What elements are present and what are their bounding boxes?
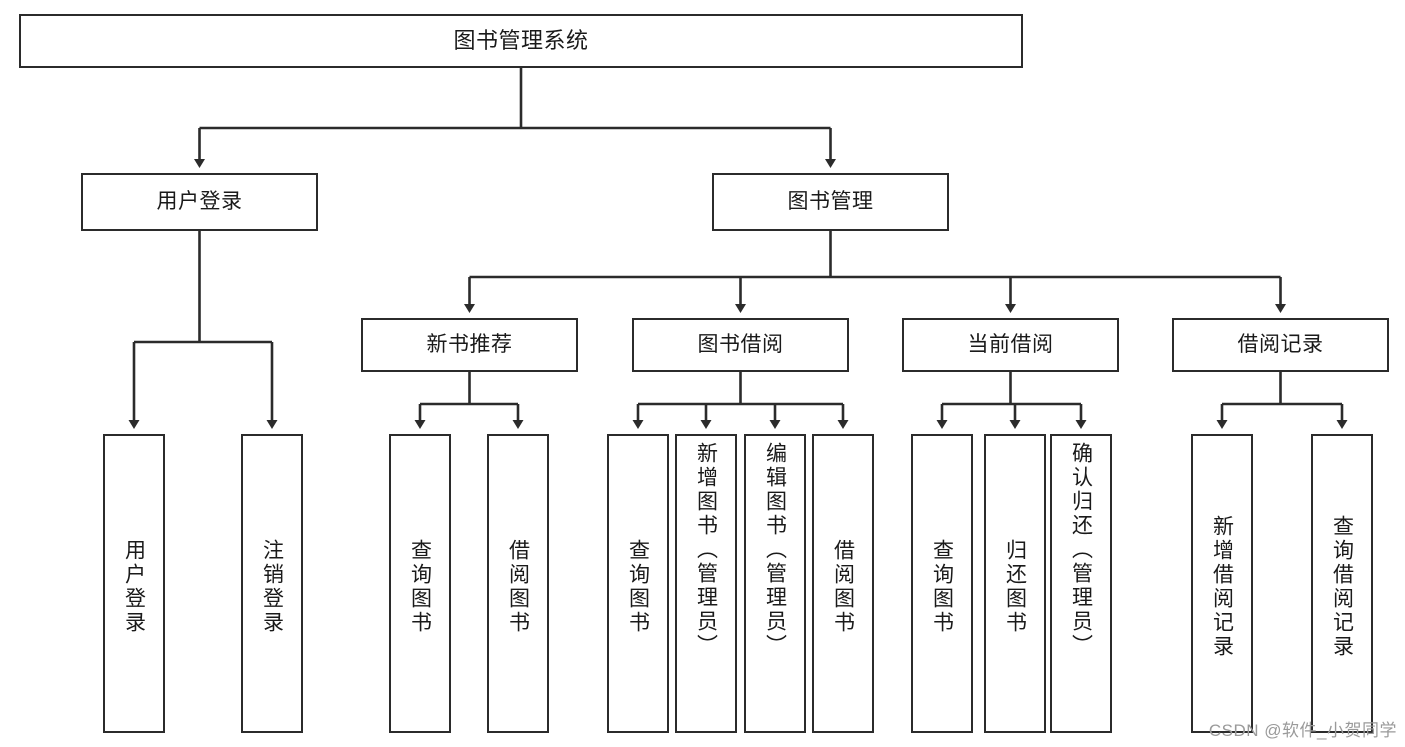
node-leaf-edit-book-label: 编辑图书（管理员） <box>763 442 787 658</box>
node-user-login-label: 用户登录 <box>156 189 243 213</box>
node-book-manage-label: 图书管理 <box>787 189 874 213</box>
node-leaf-query-book-rec-label: 查询图书 <box>408 538 432 635</box>
node-leaf-borrow-book-label: 借阅图书 <box>831 538 855 635</box>
csdn-watermark: CSDN @软件_小贺同学 <box>1208 721 1397 740</box>
node-leaf-user-login-label: 用户登录 <box>122 538 146 635</box>
node-current-borrow[interactable]: 当前借阅 <box>902 318 1119 372</box>
node-leaf-edit-book[interactable]: 编辑图书（管理员） <box>744 434 806 733</box>
node-book-borrow-label: 图书借阅 <box>697 332 784 356</box>
node-leaf-borrow-book-rec-label: 借阅图书 <box>506 538 530 635</box>
node-leaf-add-book[interactable]: 新增图书（管理员） <box>675 434 737 733</box>
node-leaf-query-book-cur-label: 查询图书 <box>930 538 954 635</box>
node-book-borrow[interactable]: 图书借阅 <box>632 318 849 372</box>
node-book-manage[interactable]: 图书管理 <box>712 173 949 231</box>
node-leaf-confirm-return[interactable]: 确认归还（管理员） <box>1050 434 1112 733</box>
node-root-label: 图书管理系统 <box>453 28 589 54</box>
node-leaf-return-book[interactable]: 归还图书 <box>984 434 1046 733</box>
node-leaf-query-record[interactable]: 查询借阅记录 <box>1311 434 1373 733</box>
node-leaf-return-book-label: 归还图书 <box>1003 538 1027 635</box>
node-user-login[interactable]: 用户登录 <box>81 173 318 231</box>
node-leaf-query-book-rec[interactable]: 查询图书 <box>389 434 451 733</box>
node-leaf-add-record-label: 新增借阅记录 <box>1210 514 1234 659</box>
node-leaf-borrow-book-rec[interactable]: 借阅图书 <box>487 434 549 733</box>
node-leaf-user-logout[interactable]: 注销登录 <box>241 434 303 733</box>
node-current-borrow-label: 当前借阅 <box>967 332 1054 356</box>
node-leaf-query-book-cur[interactable]: 查询图书 <box>911 434 973 733</box>
node-leaf-borrow-book[interactable]: 借阅图书 <box>812 434 874 733</box>
node-leaf-query-book-borrow-label: 查询图书 <box>626 538 650 635</box>
node-leaf-confirm-return-label: 确认归还（管理员） <box>1069 442 1093 658</box>
node-leaf-query-record-label: 查询借阅记录 <box>1330 514 1354 659</box>
node-new-book-recommend[interactable]: 新书推荐 <box>361 318 578 372</box>
node-leaf-user-logout-label: 注销登录 <box>260 538 284 635</box>
node-leaf-query-book-borrow[interactable]: 查询图书 <box>607 434 669 733</box>
node-borrow-record-label: 借阅记录 <box>1237 332 1324 356</box>
node-leaf-add-record[interactable]: 新增借阅记录 <box>1191 434 1253 733</box>
node-leaf-user-login[interactable]: 用户登录 <box>103 434 165 733</box>
node-leaf-add-book-label: 新增图书（管理员） <box>694 442 718 658</box>
node-root[interactable]: 图书管理系统 <box>19 14 1023 68</box>
node-borrow-record[interactable]: 借阅记录 <box>1172 318 1389 372</box>
node-new-book-recommend-label: 新书推荐 <box>426 332 513 356</box>
